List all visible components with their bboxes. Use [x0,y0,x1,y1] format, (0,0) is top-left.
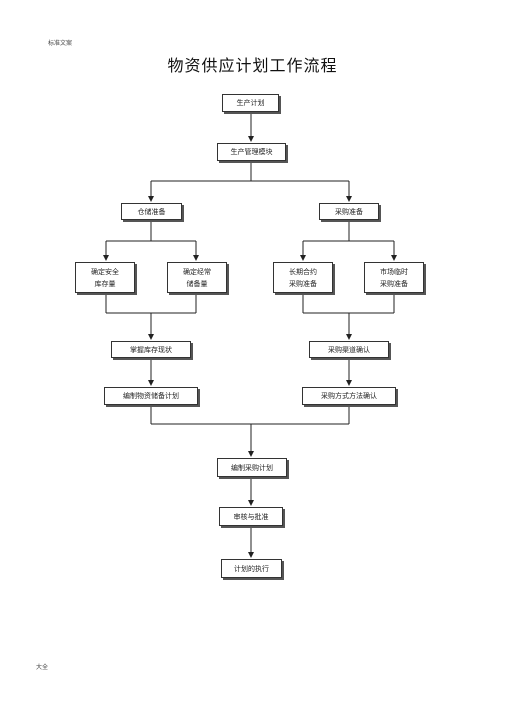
node-storage-plan-label: 编制物资储备计划 [123,392,179,400]
node-channel-confirm-label: 采购渠道确认 [328,345,370,354]
node-warehouse-prep-label: 仓储准备 [137,207,166,216]
page-title: 物资供应计划工作流程 [167,56,338,75]
node-regular-stock-label: 确定经常 储备量 [183,267,211,288]
node-longterm-contract: 长期合约 采购准备 [273,262,333,293]
page-footer-label: 大全 [36,664,49,671]
node-inventory-status-label: 掌握库存现状 [130,345,172,354]
node-review-approve: 审核与批准 [219,507,283,526]
node-market-temp-label: 市场临时 采购准备 [380,267,408,288]
node-plan-execution: 计划的执行 [221,559,282,578]
node-purchase-prep-label: 采购准备 [335,207,363,216]
node-longterm-contract-label: 长期合约 采购准备 [289,267,317,288]
node-market-temp: 市场临时 采购准备 [364,262,424,293]
node-warehouse-prep: 仓储准备 [121,203,182,220]
node-production-plan: 生产计划 [222,94,279,112]
node-method-confirm-label: 采购方式方法确认 [321,392,377,400]
node-safety-stock-label: 确定安全 库存量 [91,267,119,288]
node-channel-confirm: 采购渠道确认 [309,341,389,358]
node-review-approve-label: 审核与批准 [233,512,269,521]
node-production-management-label: 生产管理模块 [230,148,273,156]
node-purchase-plan-label: 编制采购计划 [231,463,273,472]
node-plan-execution-label: 计划的执行 [234,564,269,573]
node-production-management: 生产管理模块 [217,143,286,161]
node-purchase-prep: 采购准备 [319,203,379,220]
node-inventory-status: 掌握库存现状 [111,341,191,358]
node-regular-stock: 确定经常 储备量 [167,262,227,293]
node-production-plan-label: 生产计划 [236,99,265,107]
node-method-confirm: 采购方式方法确认 [302,387,396,405]
node-purchase-plan: 编制采购计划 [217,458,287,477]
node-storage-plan: 编制物资储备计划 [104,387,198,405]
page-header-label: 标准文案 [48,40,73,47]
node-safety-stock: 确定安全 库存量 [75,262,135,293]
